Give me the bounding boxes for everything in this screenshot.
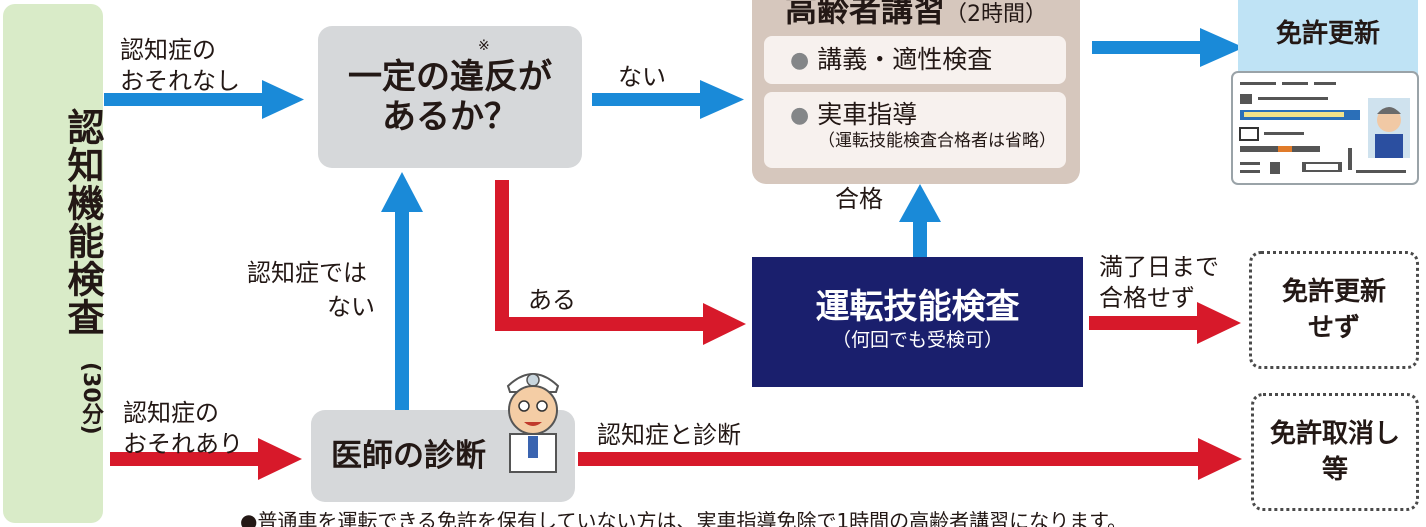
- doctor-diagnosis-label: 医師の診断: [331, 438, 486, 474]
- no-renew-line-2: せず: [1307, 313, 1360, 343]
- bullet-icon: ●: [790, 102, 810, 128]
- revoke-line-1: 免許取消し: [1269, 419, 1400, 449]
- lecture-item: ● 講義・適性検査: [764, 36, 1066, 84]
- no-renew-line-1: 免許更新: [1281, 277, 1386, 307]
- doctor-icon: [506, 373, 560, 473]
- arrow-dementia: [578, 438, 1242, 480]
- driving-skill-test-note: （何回でも受検可）: [831, 329, 1003, 351]
- revoke-line-2: 等: [1321, 455, 1348, 485]
- diagnosed-label: 認知症と診断: [597, 421, 741, 449]
- practical-note: （運転技能検査合格者は省略）: [818, 131, 1056, 151]
- driving-skill-test-box: 運転技能検査 （何回でも受検可）: [752, 257, 1083, 387]
- violation-label: ある: [528, 286, 576, 314]
- practical-item: ● 実車指導 （運転技能検査合格者は省略）: [764, 92, 1066, 168]
- cognitive-test-duration: (30分): [78, 362, 103, 435]
- renew-label: 免許更新: [1275, 19, 1380, 49]
- not-dementia-label-1: 認知症では: [247, 259, 367, 287]
- arrow-not-passed: [1089, 302, 1241, 344]
- note-mark: ※: [478, 38, 490, 54]
- arrow-violation: [495, 180, 746, 345]
- decision-line-1: 一定の違反が: [348, 57, 552, 97]
- risk-label-1: 認知症の: [123, 399, 219, 427]
- footnote: ●普通車を運転できる免許を保有していない方は、実車指導免除で1時間の高齢者講習に…: [240, 509, 1128, 527]
- risk-label-2: おそれあり: [123, 430, 243, 458]
- arrow-to-renew: [1092, 28, 1244, 67]
- arrow-not-dementia: [381, 172, 423, 410]
- no-risk-label-2: おそれなし: [120, 67, 240, 95]
- no-renew-box: 免許更新 せず: [1249, 251, 1419, 369]
- driving-skill-test-title: 運転技能検査: [815, 287, 1020, 327]
- elderly-course-title: 高齢者講習（2時間）: [752, 0, 1080, 34]
- elderly-course-time: （2時間）: [945, 2, 1047, 27]
- lecture-text: 講義・適性検査: [817, 45, 993, 74]
- practical-text: 実車指導: [817, 100, 918, 129]
- no-violation-label: ない: [618, 63, 666, 91]
- decision-line-2: あるか？: [382, 97, 518, 137]
- revoke-box: 免許取消し 等: [1251, 393, 1419, 511]
- arrow-no-risk: [104, 80, 304, 119]
- arrow-risk: [110, 438, 302, 480]
- arrow-no-violation: [592, 80, 744, 119]
- no-risk-label-1: 認知症の: [120, 36, 216, 64]
- cognitive-test-title: 認知機能検査: [61, 108, 104, 336]
- violation-decision-box: 一定の違反が あるか？: [318, 26, 582, 168]
- bullet-icon: ●: [790, 47, 810, 73]
- deadline-label-2: 合格せず: [1099, 284, 1195, 312]
- deadline-label-1: 満了日まで: [1099, 253, 1219, 281]
- not-dementia-label-2: ない: [327, 293, 375, 321]
- arrow-passed: [899, 184, 941, 258]
- passed-label: 合格: [835, 185, 883, 213]
- license-card-icon: [1231, 71, 1419, 185]
- elderly-course-name: 高齢者講習: [784, 0, 945, 29]
- cognitive-test-panel: [3, 4, 103, 523]
